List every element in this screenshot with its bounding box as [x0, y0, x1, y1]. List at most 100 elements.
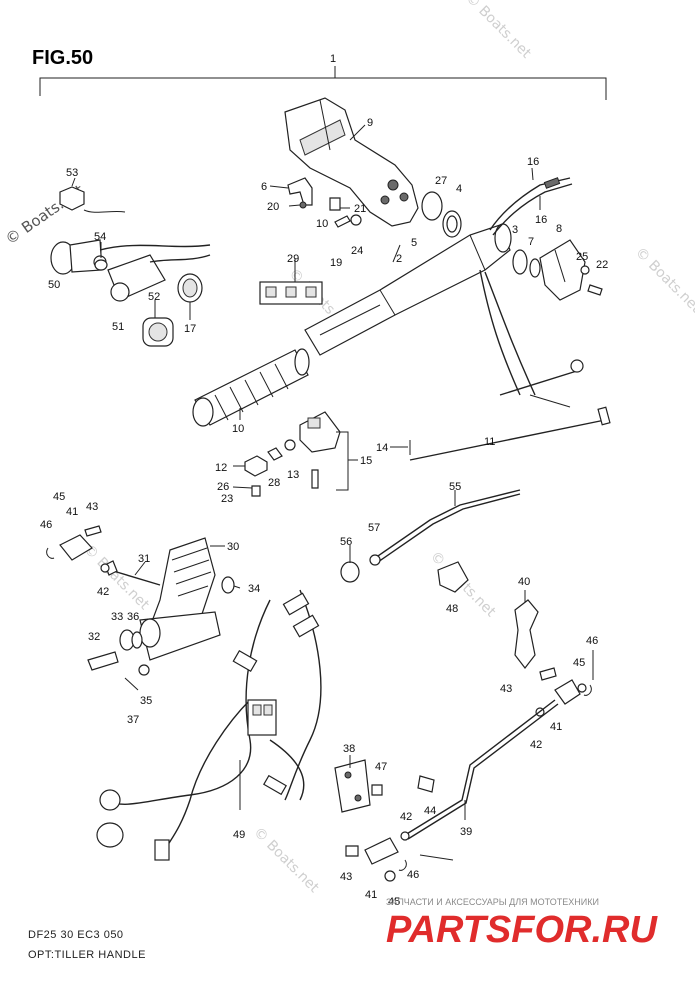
washer-57 [369, 554, 381, 566]
grommet-48 [437, 561, 469, 593]
callout-33: 33 [111, 611, 123, 623]
callout-30: 30 [227, 541, 239, 553]
callout-16: 16 [535, 214, 547, 226]
handle-housing [284, 97, 419, 227]
callout-10: 10 [316, 218, 328, 230]
watermark-text: © Boats.net [462, 0, 534, 62]
figure-code: DF25 30 EC3 050 [28, 929, 124, 941]
callout-16: 16 [527, 156, 539, 168]
watermark-text: © Boats.net [250, 824, 322, 896]
link-41 [59, 534, 93, 561]
throttle-cable [492, 183, 573, 236]
washer-45 [577, 683, 587, 693]
callout-13: 13 [287, 469, 299, 481]
callout-42: 42 [400, 811, 412, 823]
link-41 [554, 679, 581, 705]
callout-21: 21 [354, 203, 366, 215]
callout-3: 3 [512, 224, 518, 236]
ground-wire-11 [409, 419, 606, 461]
label-plate-29 [259, 281, 323, 305]
callout-14: 14 [376, 442, 388, 454]
callout-46: 46 [407, 869, 419, 881]
bolt-32 [87, 651, 119, 671]
callout-45: 45 [53, 491, 65, 503]
shift-rod [499, 369, 581, 396]
callout-32: 32 [88, 631, 100, 643]
callout-56: 56 [340, 536, 352, 548]
rod-end [570, 359, 584, 373]
callout-35: 35 [140, 695, 152, 707]
callout-34: 34 [248, 583, 260, 595]
shift-rod-55 [377, 493, 521, 563]
figure-caption: OPT:TILLER HANDLE [28, 949, 146, 961]
callout-labels: 1 9 6 20 21 10 19 24 27 4 5 16 16 3 7 8 … [40, 53, 608, 908]
callout-11: 11 [484, 436, 495, 448]
ring-4-inner [446, 215, 458, 233]
callout-42: 42 [530, 739, 542, 751]
callout-41: 41 [365, 889, 377, 901]
figure-title: FIG.50 [32, 47, 93, 69]
callout-49: 49 [233, 829, 245, 841]
callout-51: 51 [112, 321, 124, 333]
arm-40 [514, 599, 539, 669]
tiller-arm [304, 223, 512, 356]
pin-37 [124, 677, 139, 691]
callout-5: 5 [411, 237, 417, 249]
callout-20: 20 [267, 201, 279, 213]
callout-52: 52 [148, 291, 160, 303]
callout-40: 40 [518, 576, 530, 588]
screw-25 [580, 265, 590, 275]
knob-44 [417, 775, 435, 793]
screw-47 [371, 784, 383, 796]
callout-53: 53 [66, 167, 78, 179]
throttle-cable [489, 177, 571, 231]
end-cap-8 [539, 239, 586, 301]
link-41 [364, 837, 399, 865]
screw-22 [587, 284, 603, 296]
callout-27: 27 [435, 175, 447, 187]
leader-lines [71, 124, 594, 861]
bolt-43 [539, 667, 557, 681]
callout-2: 2 [396, 253, 402, 265]
callout-45: 45 [573, 657, 585, 669]
cable-end-16 [543, 177, 561, 189]
plate-38 [334, 759, 371, 813]
callout-17: 17 [184, 323, 196, 335]
assembly-bracket [39, 77, 607, 100]
shift-rod-39 [404, 699, 556, 836]
callout-31: 31 [138, 553, 150, 565]
callout-26: 26 [217, 481, 229, 493]
callout-36: 36 [127, 611, 139, 623]
callout-39: 39 [460, 826, 472, 838]
clip-46 [46, 547, 55, 559]
terminal [597, 406, 611, 426]
promo-tagline: ЗАПЧАСТИ И АКСЕССУАРЫ ДЛЯ МОТОТЕХНИКИ [386, 897, 599, 907]
bolt-43 [84, 525, 102, 537]
callout-4: 4 [456, 183, 462, 195]
screw-21 [329, 197, 341, 211]
washer-54 [94, 259, 108, 271]
callout-12: 12 [215, 462, 227, 474]
ring-27 [421, 191, 443, 221]
callout-24: 24 [351, 245, 363, 257]
callout-42: 42 [97, 586, 109, 598]
bolt-43 [345, 845, 359, 857]
callout-48: 48 [446, 603, 458, 615]
callout-38: 38 [343, 743, 355, 755]
throttle-grip [192, 348, 310, 427]
washer-34 [221, 576, 235, 594]
washer-42 [100, 563, 110, 573]
knob-56 [340, 561, 360, 583]
shift-lever [104, 537, 221, 661]
collar-3 [512, 249, 528, 275]
bracket-15 [336, 431, 358, 491]
washer-45 [384, 870, 396, 882]
clip-46 [583, 684, 592, 696]
callout-54: 54 [94, 231, 106, 243]
watermark-text: © Boats.net [632, 244, 695, 316]
stop-wire [484, 271, 536, 396]
callout-29: 29 [287, 253, 299, 265]
stop-switch-group [50, 186, 211, 347]
callout-47: 47 [375, 761, 387, 773]
callout-1: 1 [330, 53, 336, 65]
